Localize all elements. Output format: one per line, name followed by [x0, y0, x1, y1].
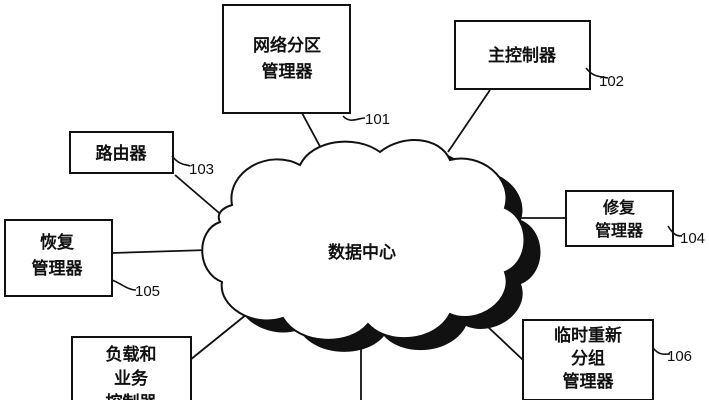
load-business-controller-label-line-1: 负载和: [106, 344, 157, 365]
network-partition-manager-box: [222, 4, 351, 114]
load-business-controller-box: [71, 336, 192, 400]
router-label: 路由器: [96, 143, 148, 164]
router-box: [69, 131, 174, 174]
load-business-controller-label-line-3: 控制器: [106, 392, 158, 400]
main-controller-label: 主控制器: [488, 45, 557, 66]
connector-load-controller: [189, 309, 253, 361]
temp-regroup-manager-label-line-1: 临时重新: [554, 325, 622, 346]
ref-leader-105: [111, 279, 137, 291]
temp-regroup-manager-label-line-3: 管理器: [563, 371, 615, 392]
recovery-manager-label-line-1: 恢复: [40, 232, 75, 253]
temp-regroup-manager-label-line-2: 分组: [571, 348, 605, 369]
ref-number-105: 105: [135, 283, 160, 300]
repair-manager-label-line-1: 修复: [602, 198, 636, 217]
cloud-body: [201, 139, 526, 341]
connector-main-controller: [447, 89, 491, 153]
ref-number-101: 101: [365, 111, 390, 128]
ref-leader-104: [667, 225, 683, 237]
ref-number-103: 103: [189, 161, 214, 178]
load-business-controller-label-line-2: 业务: [114, 368, 149, 389]
ref-number-106: 106: [667, 348, 692, 365]
load-business-controller-node: 负载和 业务 控制器: [71, 336, 192, 400]
data-center-cloud: 数据中心: [201, 139, 541, 352]
network-partition-manager-node: 网络分区 管理器 101: [222, 4, 390, 128]
repair-manager-box: [565, 190, 674, 247]
ref-leader-101: [342, 115, 366, 121]
repair-manager-node: 修复 管理器 104: [565, 190, 705, 247]
network-partition-manager-label-line-1: 网络分区: [253, 35, 321, 56]
ref-leader-103: [171, 155, 191, 167]
ref-leader-106: [652, 347, 671, 356]
recovery-manager-node: 恢复 管理器 105: [4, 219, 160, 300]
recovery-manager-label-line-2: 管理器: [32, 258, 84, 279]
main-controller-node: 主控制器 102: [454, 20, 624, 90]
main-controller-box: [454, 20, 591, 90]
temp-regroup-manager-node: 临时重新 分组 管理器 106: [522, 319, 692, 400]
connector-recovery-manager: [111, 249, 209, 254]
temp-regroup-manager-box: [522, 319, 654, 400]
ref-number-102: 102: [599, 73, 624, 90]
connector-router: [174, 174, 226, 219]
ref-leader-102: [585, 67, 609, 79]
repair-manager-label-line-2: 管理器: [595, 221, 644, 240]
recovery-manager-box: [4, 219, 113, 297]
network-partition-manager-label-line-2: 管理器: [262, 61, 314, 82]
router-node: 路由器 103: [69, 131, 214, 178]
ref-number-104: 104: [680, 230, 705, 247]
data-center-label: 数据中心: [328, 242, 396, 263]
